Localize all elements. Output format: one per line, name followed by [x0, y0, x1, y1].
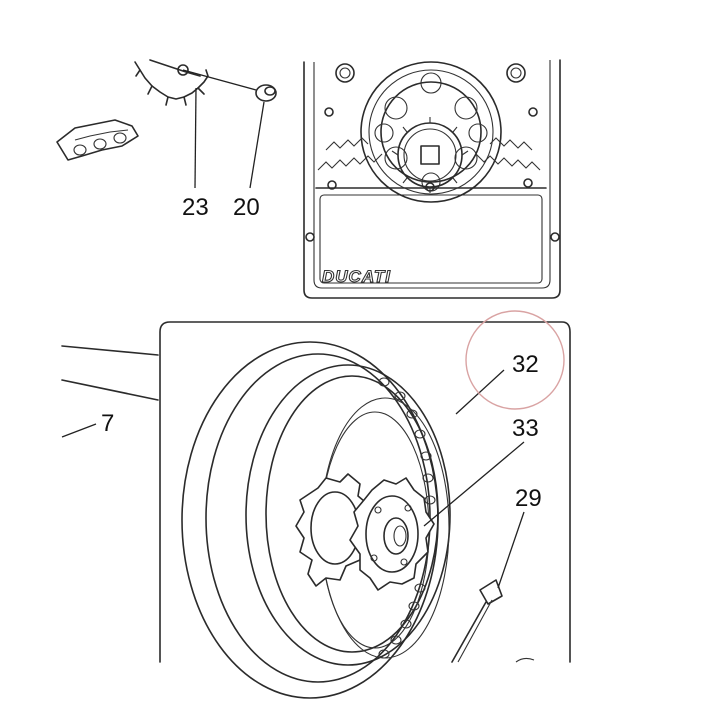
- leader-7: [61, 423, 97, 438]
- leader-33: [423, 441, 525, 527]
- highlight-circle: [465, 310, 565, 410]
- plate-teeth-left: [317, 137, 383, 171]
- wheel-panel-frame: [159, 321, 571, 663]
- rim-spoke-holes: [378, 377, 436, 659]
- swingarm-lines: [61, 345, 159, 401]
- leader-20: [249, 101, 265, 189]
- sprocket-shaft-line: [182, 69, 257, 91]
- callout-33: 33: [512, 415, 539, 442]
- front-sprocket-small: [391, 117, 469, 193]
- chain-segment: [56, 119, 139, 161]
- leader-32: [455, 369, 505, 415]
- callout-20: 20: [233, 194, 260, 221]
- callout-32: 32: [512, 351, 539, 378]
- sprocket-23-partial: [134, 59, 209, 106]
- leader-29: [497, 511, 525, 589]
- partial-callout-edge: [515, 657, 535, 663]
- callout-7: 7: [101, 410, 114, 437]
- ducati-logo-text: DUCATI: [322, 267, 391, 286]
- callout-29: 29: [515, 485, 542, 512]
- rear-sprocket-large: [360, 61, 502, 203]
- leader-23: [194, 87, 197, 189]
- plate-teeth-right: [475, 137, 541, 171]
- nut-20: [255, 84, 277, 102]
- plate-mount-holes: [324, 63, 538, 192]
- sprocket-flange-33: [349, 477, 435, 591]
- callout-23: 23: [182, 194, 209, 221]
- valve-stem-29: [451, 579, 503, 663]
- ducati-plate: DUCATI: [303, 59, 561, 299]
